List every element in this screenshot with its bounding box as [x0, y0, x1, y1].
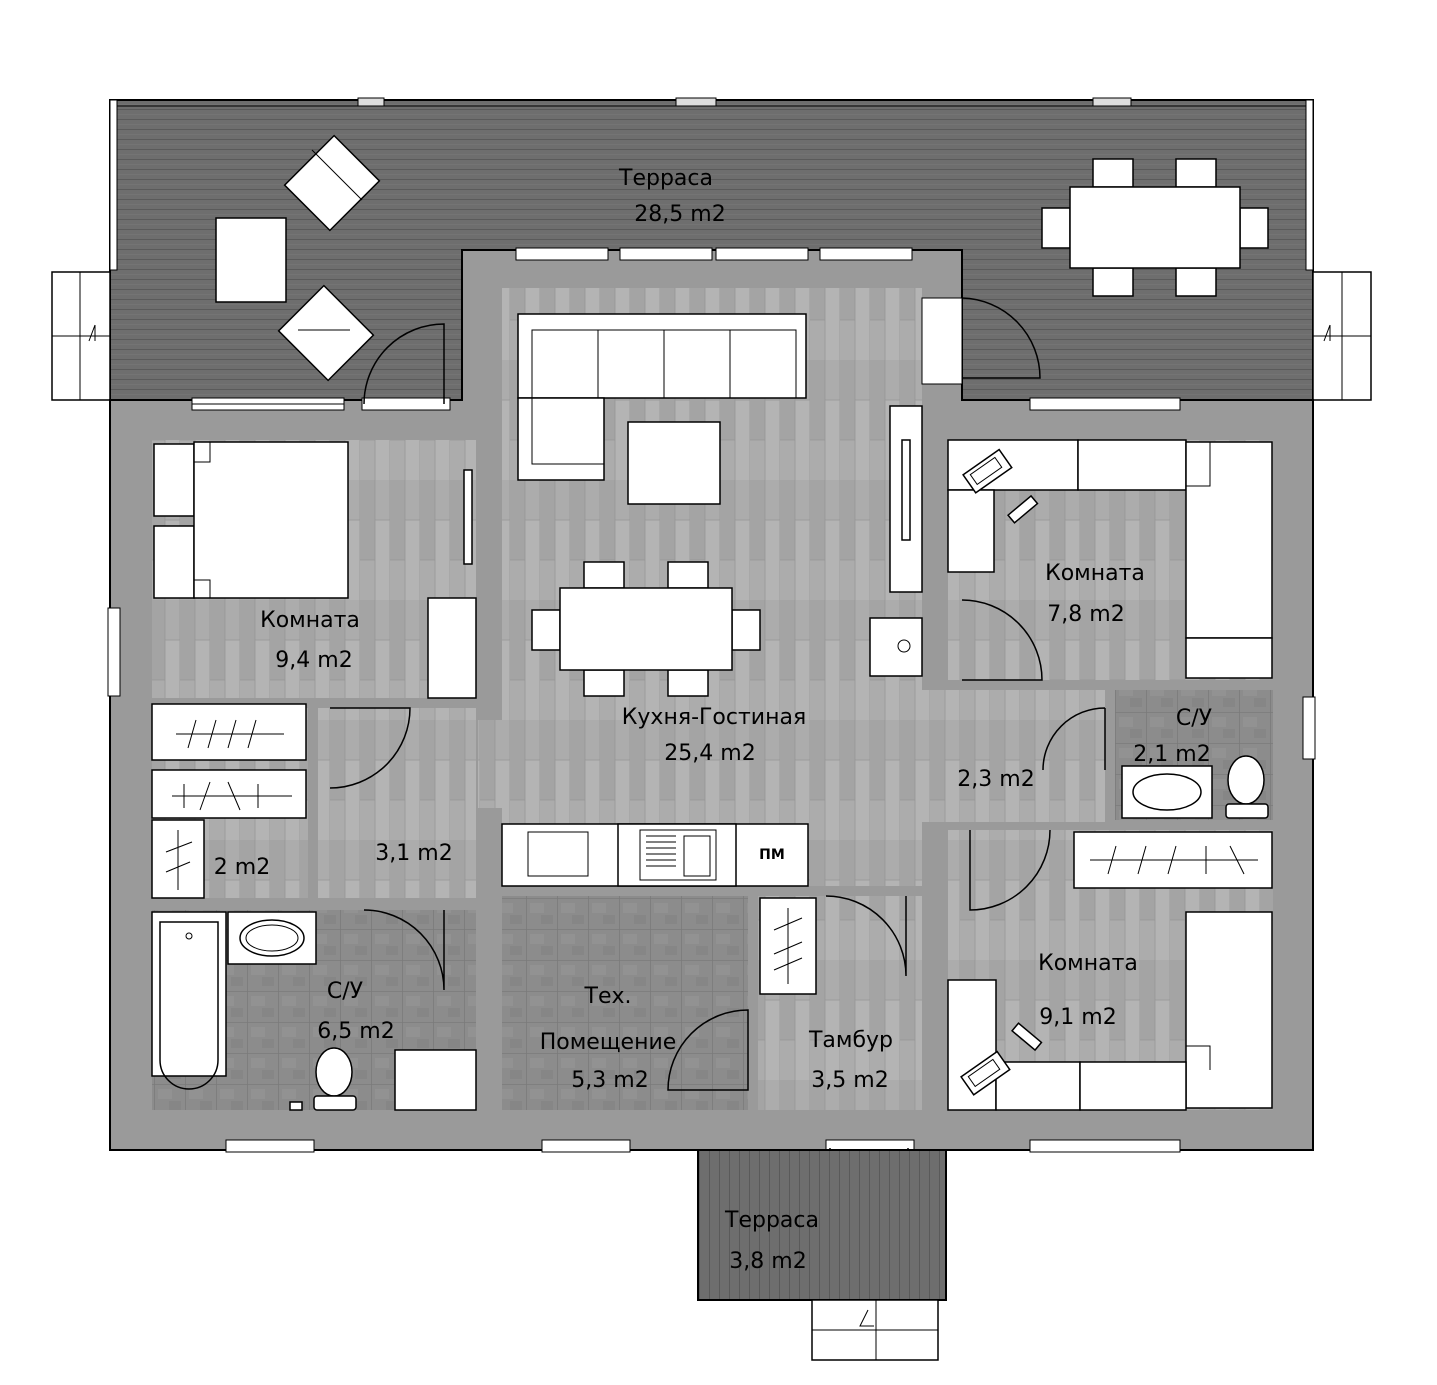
hall-left-area: 3,1 m2 [375, 841, 452, 866]
sofa [517, 313, 807, 481]
door-panel-left [463, 469, 473, 565]
toilet-wc [1225, 755, 1269, 819]
dishwasher-label: ПМ [759, 847, 785, 863]
tech-area: 5,3 m2 [571, 1068, 648, 1093]
terrace-bottom-area: 3,8 m2 [729, 1249, 806, 1274]
room-left-area: 9,4 m2 [275, 648, 352, 673]
room-left-name: Комната [260, 608, 360, 633]
toilet-bathroom [313, 1047, 357, 1111]
kitchen-area: 25,4 m2 [664, 741, 755, 766]
vestibule-shelf [759, 897, 817, 995]
bathroom-area: 6,5 m2 [317, 1019, 394, 1044]
vestibule-name: Тамбур [808, 1028, 893, 1053]
dining-set [531, 561, 761, 697]
desk-right-bottom [947, 979, 1187, 1111]
bed-right-bottom [1185, 911, 1273, 1109]
bathtub [151, 911, 227, 1090]
room-right-top-area: 7,8 m2 [1047, 602, 1124, 627]
room-right-bottom-area: 9,1 m2 [1039, 1005, 1116, 1030]
sink-wc [1121, 765, 1213, 819]
room-right-bottom-name: Комната [1038, 951, 1138, 976]
washing-machine [394, 1049, 477, 1111]
terrace-steps-right [1312, 271, 1372, 401]
terrace-side-table [215, 217, 287, 303]
tv-stand [889, 405, 923, 593]
tech-name-line1: Тех. [584, 984, 632, 1009]
shelf-right-bottom [1073, 831, 1273, 889]
windows [107, 247, 1316, 1153]
kitchen-counter [501, 823, 809, 887]
closet-shelves [151, 703, 307, 899]
tech-name-line2: Помещение [540, 1030, 677, 1055]
wardrobe-left [427, 597, 477, 699]
cooktop-corner [869, 617, 923, 677]
desk-right-top [947, 439, 1187, 573]
floor-drain [289, 1101, 303, 1111]
tech-floor [502, 896, 748, 1110]
room-labels: Терраса 28,5 m2 Комната 9,4 m2 Кухня-Гос… [214, 166, 1213, 1274]
kitchen-name: Кухня-Гостиная [622, 705, 806, 730]
wc-small-area: 2,1 m2 [1133, 742, 1210, 767]
bed-right-top [1185, 441, 1273, 679]
hall-left-floor [318, 708, 476, 898]
terrace-top-area: 28,5 m2 [634, 202, 725, 227]
terrace-steps-left [51, 271, 111, 401]
hall-right-floor [922, 690, 1105, 822]
vestibule-area: 3,5 m2 [811, 1068, 888, 1093]
doors [329, 297, 1106, 1229]
terrace-dining-set [1041, 158, 1269, 297]
coffee-table [627, 421, 721, 505]
bathroom-name: С/У [327, 979, 364, 1004]
terrace-bottom [697, 1149, 947, 1361]
lounge-chair-top [283, 134, 381, 232]
closet-area: 2 m2 [214, 855, 270, 880]
room-right-top-name: Комната [1045, 561, 1145, 586]
hall-right-area: 2,3 m2 [957, 767, 1034, 792]
bed-left [153, 441, 349, 599]
terrace-top-name: Терраса [618, 166, 713, 191]
terrace-bottom-name: Терраса [724, 1208, 819, 1233]
sink-bathroom [227, 911, 317, 965]
lounge-chair-bottom [277, 284, 375, 382]
wc-small-name: С/У [1176, 706, 1213, 731]
